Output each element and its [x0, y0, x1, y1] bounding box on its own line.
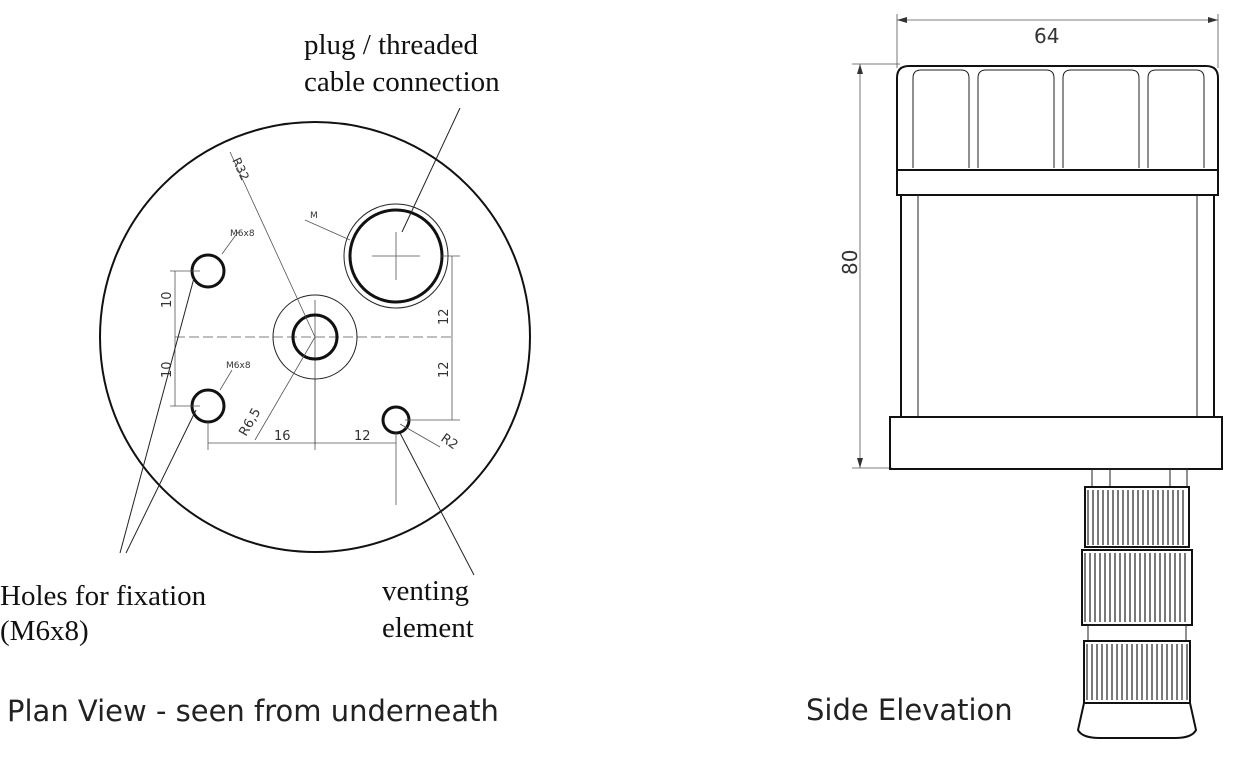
label-venting-line2: element	[382, 612, 474, 644]
label-plug-line1: plug / threaded	[304, 29, 478, 61]
ribbed-cover	[896, 65, 1219, 171]
plan-view-caption: Plan View - seen from underneath	[7, 694, 499, 728]
dim-v10-bottom: 10	[160, 361, 175, 378]
housing-body	[900, 194, 1215, 418]
cover-collar	[896, 169, 1219, 196]
housing-outline	[99, 121, 531, 553]
dim-v10-top: 10	[160, 291, 175, 308]
svg-text:M6x8: M6x8	[226, 361, 251, 371]
label-holes-line1: Holes for fixation	[0, 580, 207, 612]
dim-width: 64	[1034, 24, 1059, 48]
label-holes-line2: (M6x8)	[0, 615, 89, 647]
side-elevation: 64 80 S	[806, 14, 1223, 739]
center-boss-inner	[291, 313, 339, 361]
center-boss-outer	[272, 294, 358, 380]
dim-r-vent: R2	[438, 431, 461, 453]
label-venting-line1: venting	[382, 575, 469, 607]
label-plug-line2: cable connection	[304, 66, 500, 98]
side-elevation-caption: Side Elevation	[806, 693, 1013, 727]
cable-connector	[1076, 468, 1198, 739]
plan-view: M M6x8 M6x8 R32 R6,5 R2 10 10 12 12	[0, 29, 531, 728]
dim-h12: 12	[354, 429, 371, 444]
svg-text:M6x8: M6x8	[230, 229, 255, 239]
housing-base	[889, 416, 1223, 470]
dim-height: 80	[838, 250, 862, 275]
dim-r-center: R6,5	[236, 406, 264, 439]
svg-text:M: M	[310, 211, 318, 221]
dim-v12-top: 12	[437, 308, 452, 325]
dim-v12-bottom: 12	[437, 361, 452, 378]
dim-r-outer: R32	[229, 155, 252, 182]
dim-h16: 16	[274, 429, 291, 444]
